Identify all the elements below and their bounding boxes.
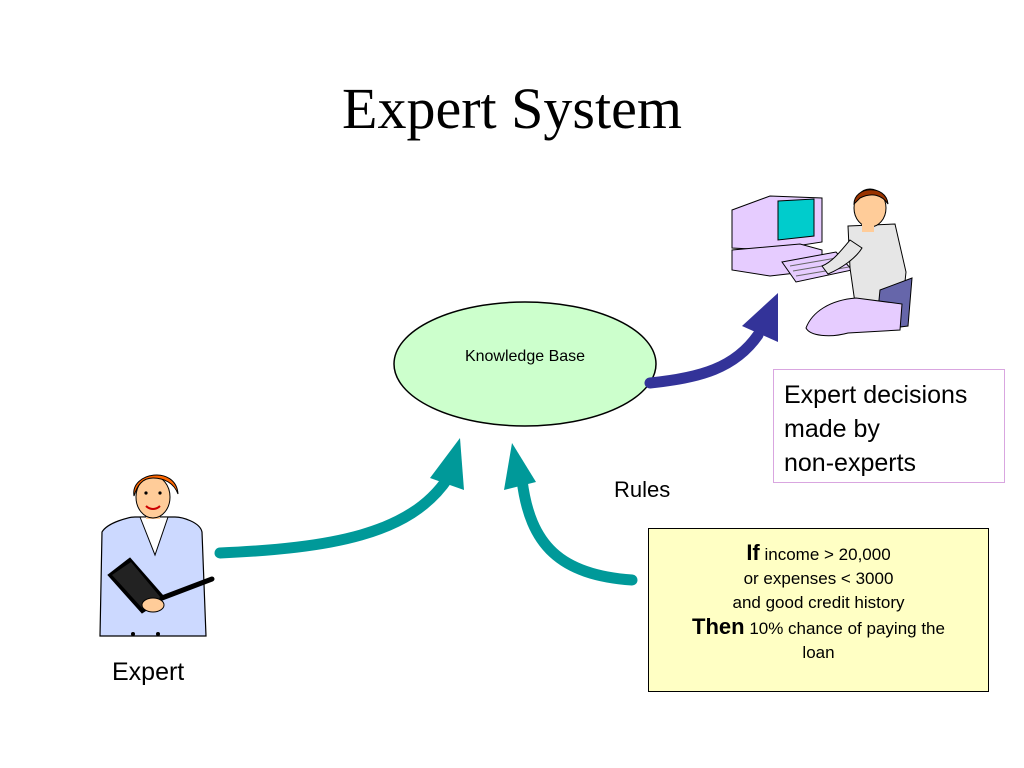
rules-label: Rules [614, 477, 671, 502]
knowledge-base-ellipse [393, 301, 657, 427]
expert-to-kb-arrow [214, 438, 464, 559]
knowledge-base-label: Knowledge Base [464, 348, 586, 365]
decisions-line-1: Expert decisions [784, 381, 968, 409]
kb-to-user-arrow [644, 293, 778, 389]
rule-if-text: income > 20,000 [764, 545, 891, 564]
slide-title: Expert System [342, 76, 682, 141]
decisions-line-2: made by [784, 415, 880, 443]
rule-box: If income > 20,000 or expenses < 3000 an… [648, 528, 989, 692]
rule-then-keyword: Then [692, 614, 745, 639]
computer-user-icon [731, 188, 913, 337]
expert-label: Expert [112, 658, 185, 686]
rule-if-keyword: If [746, 540, 760, 565]
rules-to-kb-arrow [504, 443, 638, 586]
rule-line-3: and good credit history [732, 593, 905, 612]
rule-line-5: loan [802, 643, 835, 662]
rule-then-line: Then 10% chance of paying the [649, 615, 988, 641]
expert-person-icon [99, 474, 215, 637]
decisions-line-3: non-experts [784, 449, 917, 477]
expert-decisions-box: Expert decisions made by non-experts [773, 369, 1005, 483]
rule-line-2: or expenses < 3000 [743, 569, 894, 588]
rule-then-text: 10% chance of paying the [749, 619, 945, 638]
rule-if-line: If income > 20,000 [649, 541, 988, 567]
